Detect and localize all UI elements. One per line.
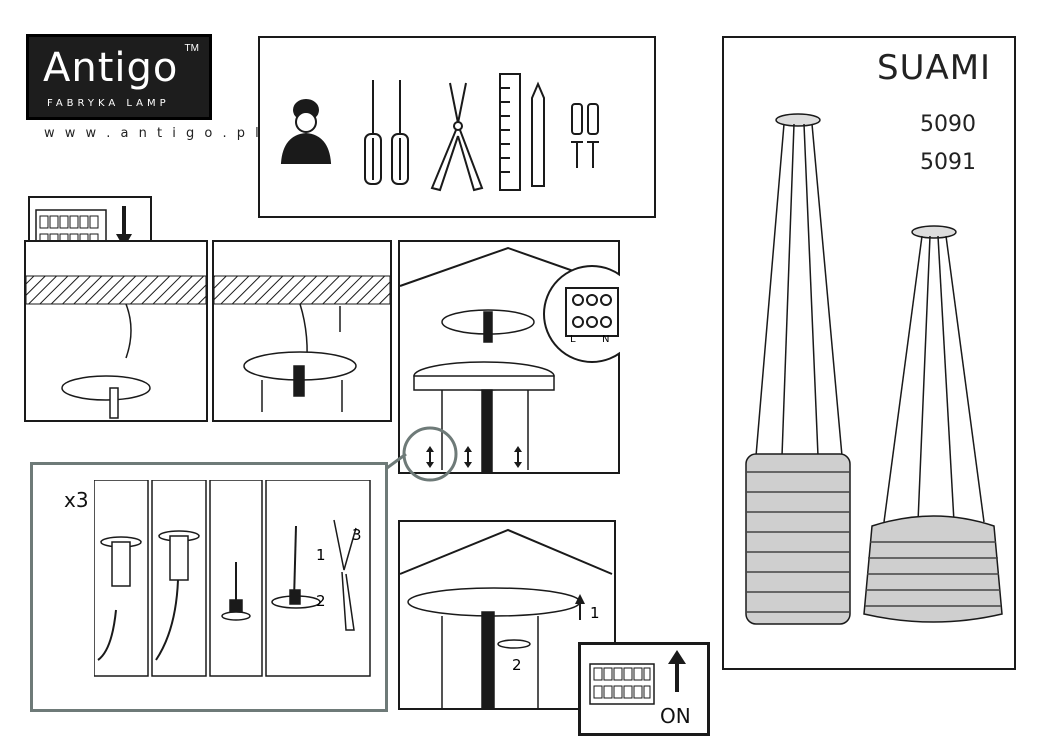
brand-trademark: TM xyxy=(184,43,199,54)
product-code-5090: 5090 xyxy=(920,112,976,137)
brand-url: w w w . a n t i g o . p l xyxy=(44,126,262,141)
screwdriver-icon xyxy=(391,80,409,185)
terminal-label-l: L xyxy=(570,334,576,345)
terminal-label-n: N xyxy=(602,334,609,345)
cut-step-3: 3 xyxy=(352,526,362,544)
ceiling-steps-illustration xyxy=(25,275,391,419)
brand-tagline: FABRYKA LAMP xyxy=(47,98,170,109)
canopy-icon xyxy=(407,587,581,709)
cut-step-1: 1 xyxy=(316,546,326,564)
canopy-icon xyxy=(61,303,151,419)
tools-panel xyxy=(258,36,656,218)
wall-plug-icon xyxy=(571,103,599,168)
arrow-up-icon xyxy=(668,650,686,692)
lamp-5090-illustration xyxy=(745,113,851,625)
product-code-5091: 5091 xyxy=(920,150,976,175)
lift-step-1: 1 xyxy=(590,604,600,622)
canopy-screws-icon xyxy=(243,303,357,412)
brand-name: Antigo xyxy=(43,45,179,91)
cut-step-2: 2 xyxy=(316,592,326,610)
canopy-icon xyxy=(413,309,555,473)
cable-gripper-icon xyxy=(97,519,357,661)
terminal-block-zoom xyxy=(543,265,620,363)
pliers-icon xyxy=(430,82,484,192)
mount-canopy-illustration: 1 2 xyxy=(399,528,613,709)
pendant-lamps-illustration xyxy=(745,113,1003,625)
electrician-icon xyxy=(280,99,332,164)
pencil-icon xyxy=(531,81,545,187)
lamp-5091-illustration xyxy=(863,225,1003,623)
cable-steps-illustration: 1 2 3 xyxy=(94,480,371,677)
screwdriver-icon xyxy=(364,80,382,185)
product-name: SUAMI xyxy=(877,48,992,88)
wiring-illustration: L N xyxy=(399,246,620,473)
arrow-updown-icon xyxy=(426,446,522,468)
brand-logo: Antigo TM FABRYKA LAMP xyxy=(26,34,212,120)
fuse-box-on-illustration xyxy=(589,650,686,705)
tools-illustration xyxy=(280,73,599,192)
arrow-up-icon xyxy=(575,594,585,620)
multiplier-label: x3 xyxy=(64,488,89,512)
lift-step-2: 2 xyxy=(512,656,522,674)
ruler-icon xyxy=(499,73,521,191)
power-on-label: ON xyxy=(660,704,691,728)
